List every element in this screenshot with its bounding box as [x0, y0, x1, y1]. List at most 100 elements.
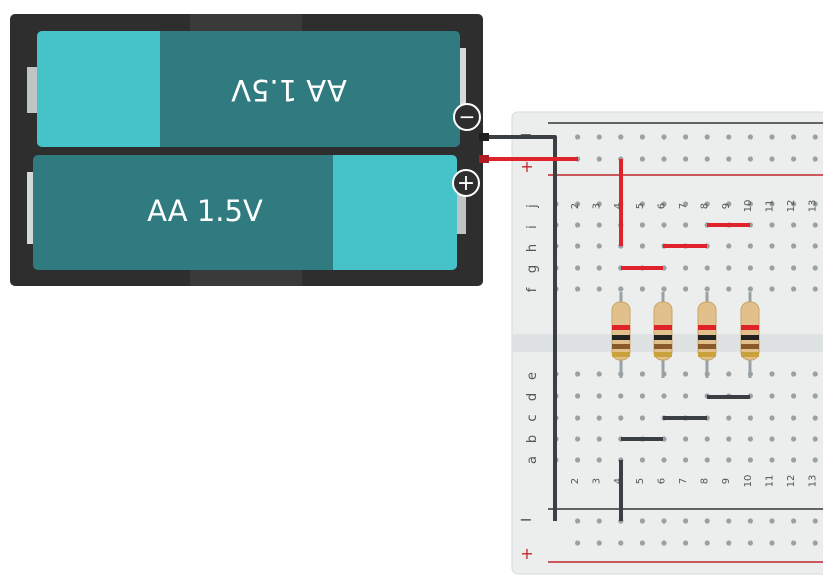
breadboard-hole[interactable]: [618, 415, 624, 421]
rail-hole[interactable]: [661, 134, 667, 140]
battery-pack[interactable]: AA 1.5V AA 1.5V − +: [10, 14, 489, 286]
breadboard-hole[interactable]: [596, 371, 602, 377]
breadboard-hole[interactable]: [812, 436, 818, 442]
breadboard-hole[interactable]: [596, 457, 602, 463]
rail-hole[interactable]: [683, 540, 689, 546]
breadboard-hole[interactable]: [683, 286, 689, 292]
rail-hole[interactable]: [618, 540, 624, 546]
breadboard-hole[interactable]: [596, 286, 602, 292]
rail-hole[interactable]: [791, 540, 797, 546]
breadboard-hole[interactable]: [596, 265, 602, 271]
rail-hole[interactable]: [575, 518, 581, 524]
rail-hole[interactable]: [639, 134, 646, 140]
rail-hole[interactable]: [769, 540, 775, 546]
rail-hole[interactable]: [747, 518, 754, 524]
rail-hole[interactable]: [661, 540, 667, 546]
breadboard-hole[interactable]: [596, 415, 602, 421]
rail-hole[interactable]: [661, 518, 667, 524]
breadboard-hole[interactable]: [575, 243, 581, 249]
minus-terminal[interactable]: −: [453, 103, 481, 131]
rail-hole[interactable]: [639, 156, 646, 162]
breadboard-hole[interactable]: [791, 201, 797, 207]
breadboard-hole[interactable]: [683, 393, 689, 399]
rail-hole[interactable]: [747, 156, 754, 162]
breadboard-hole[interactable]: [769, 286, 775, 292]
breadboard-hole[interactable]: [575, 201, 581, 207]
breadboard-hole[interactable]: [769, 393, 775, 399]
breadboard-hole[interactable]: [812, 265, 818, 271]
breadboard-hole[interactable]: [726, 415, 732, 421]
rail-hole[interactable]: [683, 156, 689, 162]
breadboard-hole[interactable]: [639, 457, 646, 463]
resistor[interactable]: [740, 292, 760, 378]
breadboard-hole[interactable]: [812, 222, 818, 228]
breadboard-hole[interactable]: [661, 222, 667, 228]
breadboard-hole[interactable]: [812, 371, 818, 377]
bottom-aa-cell[interactable]: AA 1.5V: [33, 155, 457, 270]
breadboard-hole[interactable]: [661, 393, 667, 399]
breadboard-hole[interactable]: [639, 286, 646, 292]
rail-hole[interactable]: [812, 518, 818, 524]
breadboard-hole[interactable]: [661, 457, 667, 463]
breadboard-hole[interactable]: [769, 265, 775, 271]
breadboard-hole[interactable]: [704, 201, 710, 207]
rail-hole[interactable]: [618, 134, 624, 140]
breadboard-hole[interactable]: [769, 436, 775, 442]
breadboard-hole[interactable]: [812, 457, 818, 463]
breadboard-hole[interactable]: [791, 436, 797, 442]
breadboard-hole[interactable]: [683, 265, 689, 271]
breadboard-hole[interactable]: [575, 393, 581, 399]
rail-hole[interactable]: [726, 540, 732, 546]
breadboard-hole[interactable]: [747, 201, 754, 207]
breadboard-hole[interactable]: [683, 222, 689, 228]
breadboard-hole[interactable]: [726, 201, 732, 207]
breadboard-hole[interactable]: [747, 415, 754, 421]
breadboard-hole[interactable]: [618, 286, 624, 292]
breadboard-hole[interactable]: [791, 265, 797, 271]
resistor[interactable]: [697, 292, 717, 378]
rail-hole[interactable]: [812, 134, 818, 140]
breadboard-hole[interactable]: [726, 243, 732, 249]
rail-hole[interactable]: [575, 134, 581, 140]
rail-hole[interactable]: [791, 134, 797, 140]
breadboard-hole[interactable]: [596, 436, 602, 442]
breadboard-hole[interactable]: [791, 393, 797, 399]
breadboard-hole[interactable]: [639, 222, 646, 228]
rail-hole[interactable]: [812, 540, 818, 546]
rail-hole[interactable]: [575, 540, 581, 546]
breadboard-hole[interactable]: [661, 201, 667, 207]
breadboard-hole[interactable]: [704, 457, 710, 463]
breadboard-hole[interactable]: [575, 415, 581, 421]
breadboard-hole[interactable]: [575, 265, 581, 271]
rail-hole[interactable]: [704, 156, 710, 162]
black-wire-battery-ground[interactable]: [486, 135, 557, 521]
breadboard-hole[interactable]: [747, 436, 754, 442]
breadboard-hole[interactable]: [791, 457, 797, 463]
breadboard-hole[interactable]: [683, 457, 689, 463]
breadboard-hole[interactable]: [812, 243, 818, 249]
rail-hole[interactable]: [747, 540, 754, 546]
breadboard-hole[interactable]: [575, 222, 581, 228]
breadboard-hole[interactable]: [639, 371, 646, 377]
plus-terminal[interactable]: +: [452, 169, 480, 197]
breadboard-hole[interactable]: [769, 415, 775, 421]
breadboard-hole[interactable]: [683, 371, 689, 377]
breadboard-hole[interactable]: [575, 286, 581, 292]
breadboard-hole[interactable]: [639, 415, 646, 421]
rail-hole[interactable]: [812, 156, 818, 162]
breadboard-hole[interactable]: [575, 436, 581, 442]
rail-hole[interactable]: [791, 518, 797, 524]
breadboard-hole[interactable]: [596, 393, 602, 399]
rail-hole[interactable]: [769, 134, 775, 140]
rail-hole[interactable]: [596, 540, 602, 546]
breadboard-hole[interactable]: [791, 415, 797, 421]
resistor[interactable]: [653, 292, 673, 378]
breadboard-hole[interactable]: [726, 286, 732, 292]
rail-hole[interactable]: [596, 156, 602, 162]
rail-hole[interactable]: [747, 134, 754, 140]
breadboard-hole[interactable]: [618, 393, 624, 399]
rail-hole[interactable]: [769, 156, 775, 162]
breadboard-hole[interactable]: [683, 201, 689, 207]
breadboard-hole[interactable]: [812, 415, 818, 421]
breadboard-hole[interactable]: [726, 457, 732, 463]
